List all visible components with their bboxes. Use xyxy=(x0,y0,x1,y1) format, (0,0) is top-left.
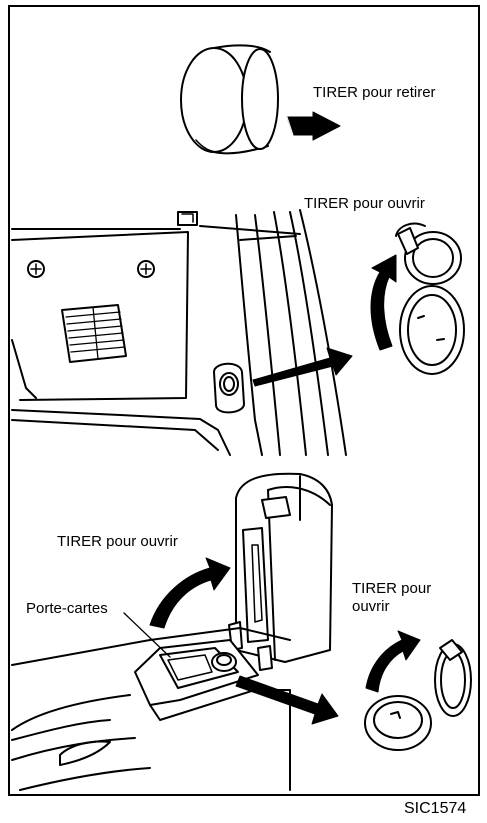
label-pull-to-remove: TIRER pour retirer xyxy=(313,84,436,102)
console-box xyxy=(12,474,332,790)
curved-arrow-3b xyxy=(366,631,420,692)
pointer-arrow-3 xyxy=(236,676,338,724)
label-pull-to-open-right: TIRER pour ouvrir xyxy=(352,580,462,616)
socket-detail-top xyxy=(396,224,464,374)
label-pull-to-open-left: TIRER pour ouvrir xyxy=(57,533,178,551)
pull-arrow-1 xyxy=(287,112,340,140)
label-pull-to-open-top: TIRER pour ouvrir xyxy=(304,195,425,213)
curved-arrow-3a xyxy=(150,558,230,628)
label-card-holder: Porte-cartes xyxy=(26,600,108,618)
curved-arrow-2 xyxy=(371,255,396,350)
figure-code: SIC1574 xyxy=(404,800,466,818)
pointer-arrow-2 xyxy=(253,348,352,386)
trunk-side-panel xyxy=(12,210,346,455)
plug-cap xyxy=(181,45,278,153)
